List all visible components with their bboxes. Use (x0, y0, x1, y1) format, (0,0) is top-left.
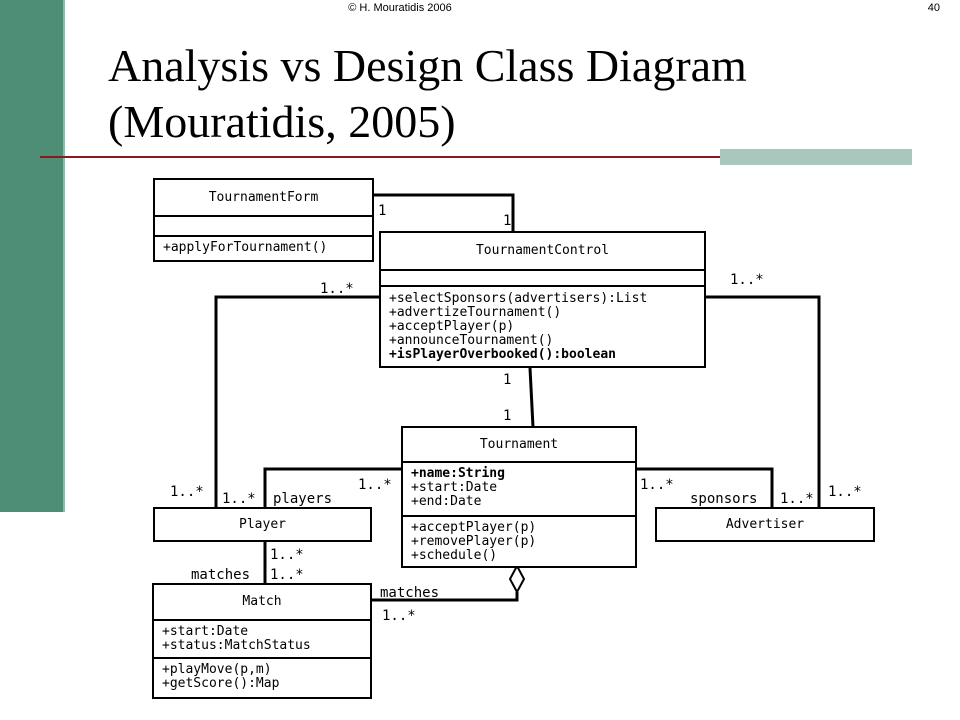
edge-control-advertiser (705, 295, 821, 508)
multiplicity-label: 1..* (320, 281, 354, 297)
class-operations: +applyForTournament() (155, 237, 372, 255)
class-name: Player (239, 517, 286, 532)
class-advertiser: Advertiser (655, 507, 875, 542)
multiplicity-label: 1..* (270, 567, 304, 583)
operation: +playMove(p,m) (162, 662, 272, 677)
attribute: +status:MatchStatus (162, 638, 311, 653)
sidebar-decoration (0, 0, 63, 512)
slide-title: Analysis vs Design Class Diagram (Mourat… (108, 38, 908, 150)
class-player: Player (153, 507, 372, 542)
operation: +advertizeTournament() (389, 305, 562, 320)
copyright-text: © H. Mouratidis 2006 (348, 2, 452, 14)
role-label: matches (191, 567, 251, 583)
class-match: Match +start:Date +status:MatchStatus +p… (152, 583, 372, 699)
operation: +getScore():Map (162, 676, 280, 691)
edge-match-tournament (371, 592, 519, 602)
multiplicity-label: 1..* (780, 491, 814, 507)
class-attributes: +start:Date +status:MatchStatus (154, 621, 370, 659)
attribute: +end:Date (411, 494, 482, 509)
operation: +selectSponsors(advertisers):List (389, 291, 648, 306)
operation: +acceptPlayer(p) (411, 520, 537, 535)
class-name: Tournament (403, 428, 635, 463)
role-label: players (273, 491, 333, 507)
multiplicity-label: 1 (378, 203, 387, 219)
multiplicity-label: 1 (503, 213, 512, 229)
class-name: Advertiser (725, 517, 805, 532)
title-line-2: (Mouratidis, 2005) (108, 96, 456, 147)
class-tournament-form: TournamentForm +applyForTournament() (153, 178, 374, 262)
operation: +announceTournament() (389, 333, 554, 348)
edge-tournament-advertiser (636, 467, 774, 508)
class-tournament-control: TournamentControl +selectSponsors(advert… (379, 231, 706, 368)
title-rule (40, 156, 912, 158)
role-label: matches (380, 585, 440, 601)
class-empty-attributes (381, 271, 704, 287)
operation: +schedule() (411, 548, 498, 563)
edge-form-control (373, 193, 515, 232)
operation: +applyForTournament() (163, 240, 328, 255)
page-number: 40 (927, 2, 940, 14)
multiplicity-label: 1..* (358, 477, 392, 493)
multiplicity-label: 1..* (382, 608, 416, 624)
edge-control-tournament (528, 367, 535, 428)
class-operations: +selectSponsors(advertisers):List +adver… (381, 287, 704, 362)
class-operations: +acceptPlayer(p) +removePlayer(p) +sched… (403, 517, 635, 563)
title-accent-block (720, 149, 912, 165)
multiplicity-label: 1..* (730, 272, 764, 288)
class-name: TournamentForm (155, 180, 372, 217)
multiplicity-label: 1..* (640, 477, 674, 493)
multiplicity-label: 1..* (170, 484, 204, 500)
class-empty-attributes (155, 217, 372, 237)
sidebar-edge (63, 0, 65, 512)
multiplicity-label: 1..* (222, 491, 256, 507)
class-name: TournamentControl (381, 233, 704, 271)
multiplicity-label: 1..* (270, 547, 304, 563)
attribute: +name:String (411, 466, 505, 481)
class-attributes: +name:String +start:Date +end:Date (403, 463, 635, 517)
multiplicity-label: 1..* (828, 484, 862, 500)
aggregation-diamond (508, 563, 526, 595)
operation: +acceptPlayer(p) (389, 319, 515, 334)
operation: +removePlayer(p) (411, 534, 537, 549)
title-line-1: Analysis vs Design Class Diagram (108, 40, 747, 91)
multiplicity-label: 1 (503, 372, 512, 388)
role-label: sponsors (690, 491, 758, 507)
class-name: Match (154, 585, 370, 621)
attribute: +start:Date (411, 480, 498, 495)
edge-player-tournament (263, 467, 402, 508)
operation: +isPlayerOverbooked():boolean (389, 347, 616, 362)
class-tournament: Tournament +name:String +start:Date +end… (401, 426, 637, 568)
edge-control-player (214, 295, 381, 508)
class-operations: +playMove(p,m) +getScore():Map (154, 659, 370, 691)
attribute: +start:Date (162, 624, 249, 639)
multiplicity-label: 1 (503, 408, 512, 424)
